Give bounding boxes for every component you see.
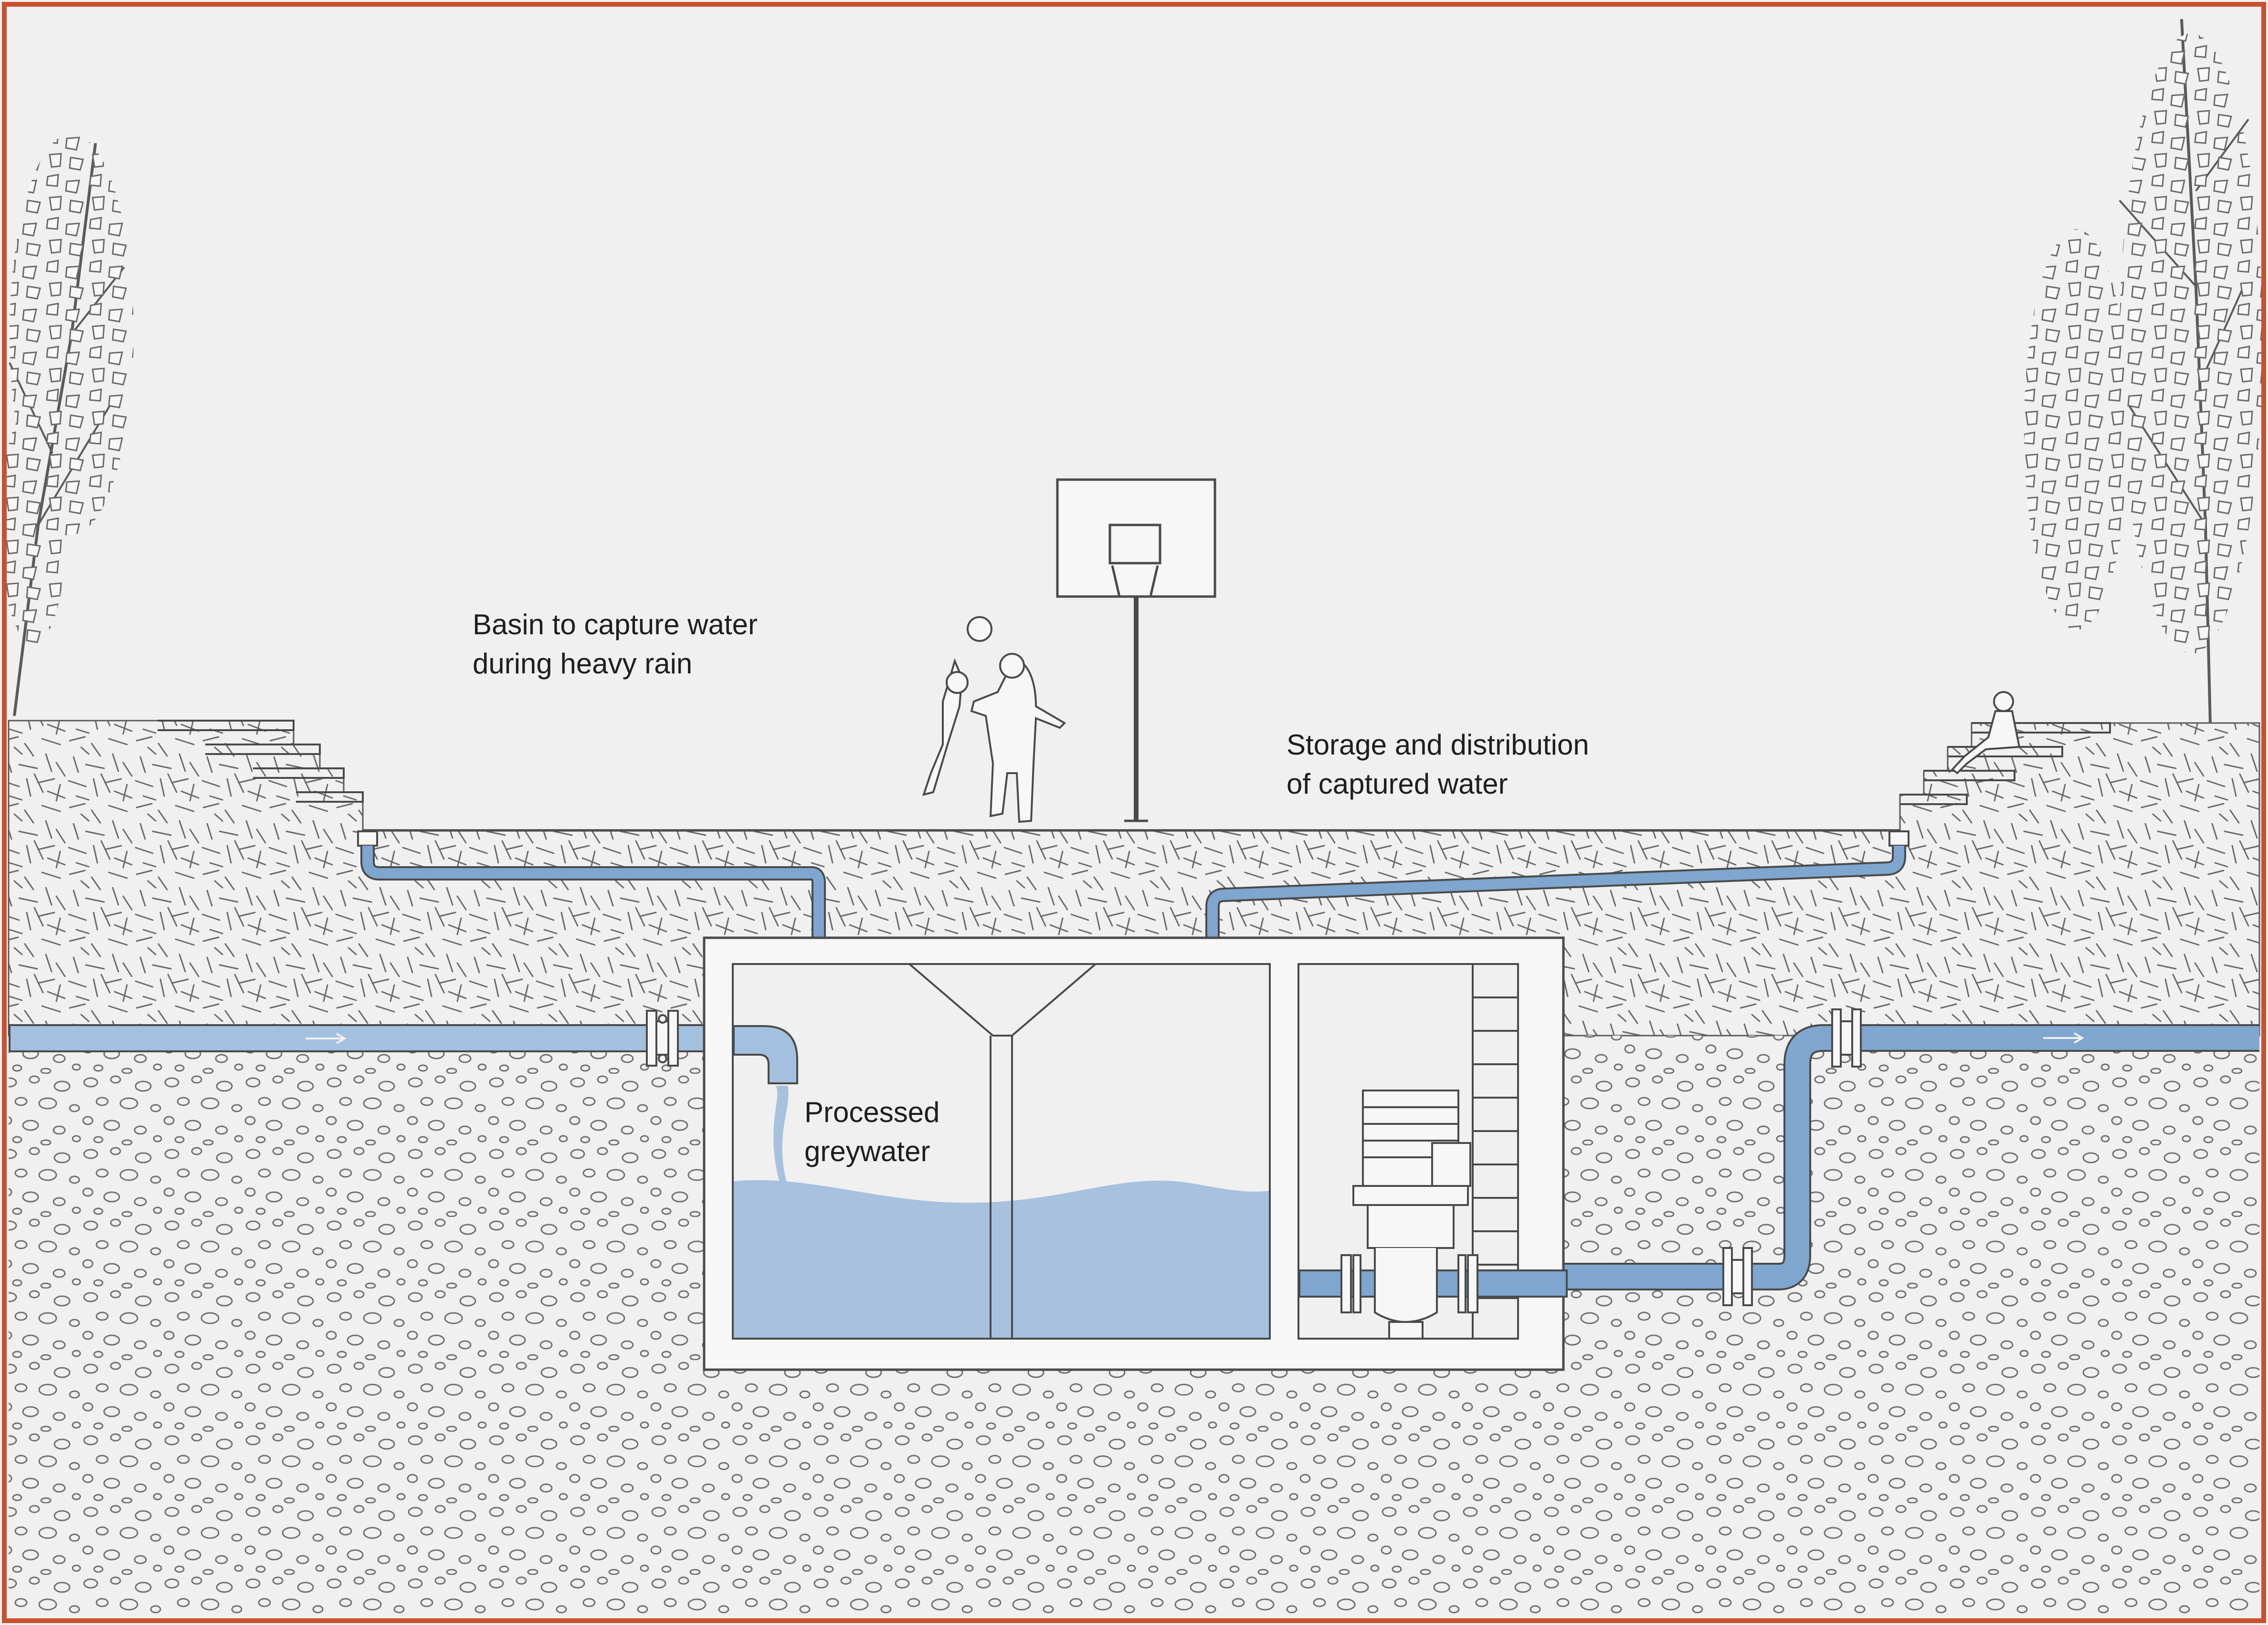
basketball-icon [967, 616, 992, 642]
basketball-players-icon [922, 616, 1066, 823]
seated-person-icon [1951, 691, 2021, 775]
outgoing-distribution-pipe [1563, 1008, 2259, 1306]
pipe-flange-icon [1831, 1008, 1862, 1068]
incoming-greywater-pipe [9, 1010, 705, 1067]
basketball-hoop-icon [1056, 478, 1216, 822]
rain-drain-left [357, 830, 378, 847]
stored-water [734, 1180, 1269, 1338]
rain-drain-right [1888, 830, 1909, 847]
flow-arrow-icon [306, 1033, 347, 1044]
pipe-flange-icon [1722, 1247, 1753, 1306]
overflow-funnel [908, 963, 1097, 1338]
processed-greywater-label: Processed greywater [804, 1096, 940, 1167]
pipe-flange-icon [646, 1010, 679, 1067]
left-terrace-steps [158, 720, 364, 803]
access-ladder [1472, 964, 1519, 1339]
flow-arrow-icon [2043, 1032, 2084, 1044]
storage-distribution-label: Storage and distribution of captured wat… [1287, 729, 1589, 800]
right-terrace-steps [1900, 722, 2111, 805]
right-tree-icon [2024, 19, 2263, 723]
greywater-inlet-spout [733, 1025, 798, 1186]
left-tree-icon [0, 134, 134, 716]
basin-label: Basin to capture water during heavy rain [473, 608, 758, 680]
underground-storage-tank [703, 936, 1568, 1371]
pump-icon [1298, 1090, 1568, 1340]
